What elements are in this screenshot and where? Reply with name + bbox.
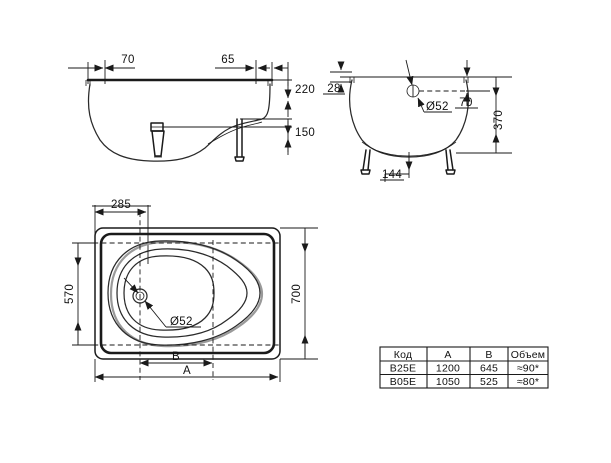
side-tub-profile [87, 83, 271, 162]
side-rim-right-tick [267, 80, 273, 86]
table-cell-b: 525 [480, 376, 498, 388]
plan-basin-outer [107, 240, 261, 346]
table-cell-volume: ≈90* [517, 363, 539, 375]
table-header-volume: Объем [511, 349, 545, 361]
plan-outer-rim [94, 227, 281, 360]
table-cell-code: B25E [390, 363, 417, 375]
dim-label-overflow-offset: 70 [459, 97, 472, 109]
specification-table: Код A B Объем B25E 1200 645 ≈90* B05E 10… [379, 346, 549, 389]
side-elevation-view: 70 65 [68, 54, 315, 162]
table-cell-code: B05E [390, 376, 417, 388]
plan-basin-outer-shadow [109, 240, 264, 348]
table-header-b: B [485, 349, 492, 361]
dim-label-leg-spacing: 144 [382, 169, 402, 181]
table-cell-a: 1200 [436, 363, 460, 375]
dim-label-drain-from-left: 285 [111, 199, 131, 211]
dim-label-total-height: 370 [493, 110, 505, 130]
front-rim-right-tick [463, 77, 469, 83]
plan-basin-middle [116, 248, 248, 338]
table-header-a: A [444, 349, 451, 361]
side-leg [234, 118, 245, 162]
plan-basin-floor [123, 255, 215, 331]
table-row: B05E 1050 525 ≈80* [390, 376, 539, 388]
table-cell-b: 645 [480, 363, 498, 375]
front-overflow-outlet [405, 59, 466, 113]
plan-top-view: 285 Ø52 [64, 199, 318, 382]
side-drain-fitting [150, 122, 165, 158]
front-rim-left-tick [349, 77, 355, 83]
dim-label-inner-width: 570 [64, 284, 76, 304]
dim-label-depth-upper: 220 [295, 84, 315, 96]
table-cell-a: 1050 [436, 376, 460, 388]
table-cell-volume: ≈80* [517, 376, 539, 388]
front-elevation-view: 28 Ø52 70 [323, 59, 512, 182]
dim-label-plan-drain-diameter: Ø52 [170, 316, 193, 328]
dim-label-length-a: A [183, 365, 191, 377]
front-leg-spacing-dim [380, 152, 413, 182]
plan-centrelines [85, 212, 280, 380]
dim-label-length-b: B [172, 351, 180, 363]
dim-label-rim-left-offset: 70 [121, 54, 134, 66]
dim-label-front-drain-diameter: Ø52 [426, 101, 449, 113]
side-seat-line [207, 121, 263, 145]
front-rim-thickness-dim [323, 61, 352, 95]
front-tub-profile [349, 79, 469, 158]
table-header-code: Код [394, 349, 412, 361]
plan-rim-inner-edge [99, 232, 276, 355]
dim-label-rim-thickness: 28 [327, 83, 340, 95]
plan-inner-width-dim [72, 242, 95, 346]
dim-label-depth-lower: 150 [295, 127, 315, 139]
table-row: B25E 1200 645 ≈90* [390, 363, 539, 375]
dim-label-rim-right-offset: 65 [221, 54, 234, 66]
side-extension-lines [87, 60, 289, 86]
front-legs [360, 149, 456, 175]
side-vertical-dimensions [163, 79, 292, 155]
front-total-height-dim [456, 76, 512, 154]
plan-outer-width-dim [280, 227, 318, 360]
plan-length-a-dim [94, 359, 281, 382]
dim-label-outer-width: 700 [291, 284, 303, 304]
